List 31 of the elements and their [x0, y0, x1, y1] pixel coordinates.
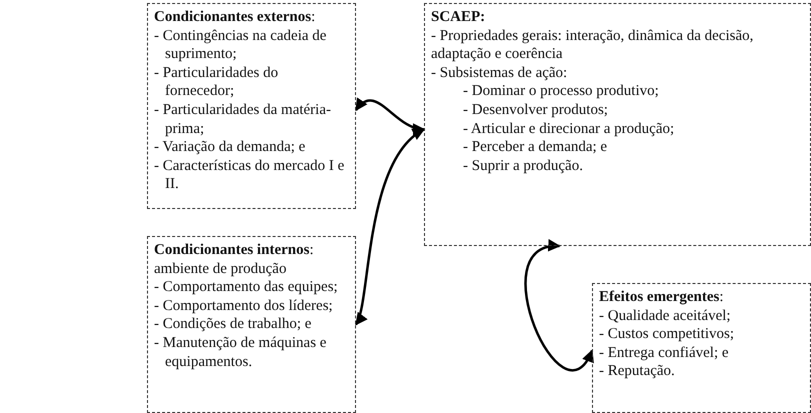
list-item: - Qualidade aceitável;	[599, 306, 732, 326]
list-item: - Subsistemas de ação:	[431, 64, 568, 82]
list-item: - Custos competitivos;	[599, 325, 735, 344]
list-item: - Dominar o processo produtivo;	[462, 82, 660, 101]
list-item: - Desenvolver produtos;	[462, 100, 609, 120]
box-heading: Condicionantes internos: ambiente de produção	[154, 241, 315, 278]
curved-arrow	[354, 128, 426, 326]
box-heading: SCAEP:	[431, 8, 486, 27]
dashed-text-box	[592, 283, 811, 413]
list-item: - Particularidades da matéria-prima;	[154, 100, 332, 138]
list-item: - Comportamento dos líderes;	[154, 296, 334, 316]
curved-arrow	[524, 242, 594, 372]
list-item: - Variação da demanda; e	[154, 138, 306, 157]
list-item: - Reputação.	[599, 362, 676, 381]
list-item: - Características do mercado I e II.	[154, 156, 346, 194]
list-item: - Comportamento das equipes;	[154, 278, 339, 297]
list-item: - Contingências na cadeia de suprimento;	[154, 26, 328, 64]
dashed-text-box	[424, 3, 811, 246]
list-item: - Manutenção de máquinas e equipamentos.	[154, 334, 328, 372]
box-heading: Efeitos emergentes:	[599, 288, 725, 307]
list-item: - Entrega confiável; e	[599, 344, 730, 362]
list-item: - Perceber a demanda; e	[462, 138, 608, 157]
list-item: - Suprir a produção.	[462, 156, 584, 176]
curved-arrow	[355, 97, 426, 134]
dashed-text-box	[147, 236, 356, 413]
list-item: - Particularidades do fornecedor;	[154, 64, 280, 101]
list-item: - Propriedades gerais: interação, dinâmica da decisão, adaptação e coerência	[431, 26, 754, 64]
dashed-text-box	[147, 3, 356, 209]
list-item: - Articular e direcionar a produção;	[462, 120, 676, 138]
list-item: - Condições de trabalho; e	[154, 315, 312, 334]
box-heading: Condicionantes externos:	[154, 8, 316, 27]
